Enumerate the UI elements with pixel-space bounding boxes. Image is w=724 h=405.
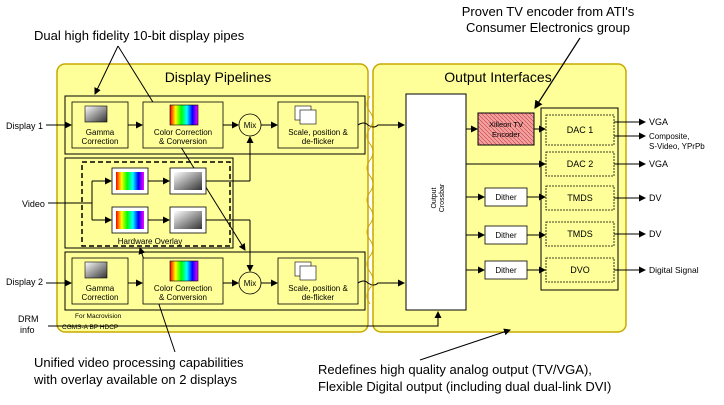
tmds-2-block: TMDS [545,221,615,247]
overlay-gamma-1 [169,167,207,195]
panel-gap-waves [366,95,374,305]
gamma-1-label-a: Gamma [86,128,115,137]
gamma-correction-1-block: Gamma Correction [71,101,129,149]
xilleon-label-b: Encoder [492,130,520,139]
overlay-color-1 [111,167,149,195]
pipeline-arrows [46,121,442,327]
hardware-overlay-label: Hardware Overlay [118,237,182,246]
crossbar-label-a: Output [431,187,438,208]
mix-2-node: Mix [238,271,262,295]
dac-1-block: DAC 1 [545,114,615,146]
output-vga-2: VGA [649,159,668,169]
scale-2-block: Scale, position & de-flicker [277,257,359,305]
pipelines-title: Display Pipelines [165,69,272,85]
output-composite-2: S-Video, YPrPb [649,142,705,151]
scale-1-block: Scale, position & de-flicker [277,101,359,149]
input-video: Video [22,199,45,209]
mix-1-label: Mix [244,121,256,130]
dac-2-label: DAC 2 [567,159,594,169]
callout-analog-output-1: Redefines high quality analog output (TV… [318,362,592,377]
cc-1-label-a: Color Correction [154,128,212,137]
callout-analog-output-2: Flexible Digital output (including dual … [318,379,611,394]
dither-2-label: Dither [495,231,517,240]
dither-3-block: Dither [484,260,528,280]
callout-tv-encoder-2: Consumer Electronics group [466,20,630,35]
overlay-gamma-2 [169,206,207,234]
scale-1-label-a: Scale, position & [288,128,348,137]
output-dv-1: DV [649,193,662,203]
outputs-title: Output Interfaces [444,69,551,85]
input-display-2: Display 2 [6,277,43,287]
mix-1-node: Mix [238,113,262,137]
scale-2-label-b: de-flicker [302,293,335,302]
cc-1-label-b: & Conversion [159,137,207,146]
callout-unified-video-1: Unified video processing capabilities [34,355,244,370]
macrovision-label: For Macrovision [75,313,122,320]
gamma-2-label-a: Gamma [86,284,115,293]
xilleon-label-a: Xilleon TV [489,120,523,129]
dac-2-block: DAC 2 [545,151,615,177]
dither-3-label: Dither [495,266,517,275]
output-arrows [466,118,646,274]
overlay-color-2 [111,206,149,234]
input-display-1: Display 1 [6,121,43,131]
gamma-1-label-b: Correction [82,137,119,146]
hardware-overlay-dashed [81,161,231,247]
callout-tv-encoder-1: Proven TV encoder from ATI's [462,4,635,19]
output-dv-2: DV [649,229,662,239]
mix-2-label: Mix [244,279,256,288]
input-drm-2: info [20,325,35,335]
color-correction-2-block: Color Correction & Conversion [142,257,224,305]
crossbar-label-b: Crossbar [439,183,446,212]
scale-2-label-a: Scale, position & [288,284,348,293]
gamma-2-label-b: Correction [82,293,119,302]
tmds-2-label: TMDS [567,229,593,239]
dac-1-label: DAC 1 [567,125,594,135]
dvo-label: DVO [570,265,590,275]
cc-2-label-a: Color Correction [154,284,212,293]
dvo-block: DVO [545,257,615,283]
tmds-1-block: TMDS [545,185,615,211]
scale-1-label-b: de-flicker [302,137,335,146]
dither-1-label: Dither [495,193,517,202]
output-composite-1: Composite, [649,132,689,141]
output-vga-1: VGA [649,117,668,127]
tmds-1-label: TMDS [567,193,593,203]
dither-2-block: Dither [484,225,528,245]
dither-1-block: Dither [484,187,528,207]
gamma-correction-2-block: Gamma Correction [71,257,129,305]
input-drm-1: DRM [18,314,39,324]
color-correction-1-block: Color Correction & Conversion [142,101,224,149]
callout-dual-pipes: Dual high fidelity 10-bit display pipes [34,28,245,43]
callout-unified-video-2: with overlay available on 2 displays [33,372,238,387]
xilleon-tv-encoder-block: Xilleon TV Encoder [477,112,535,146]
cc-2-label-b: & Conversion [159,293,207,302]
output-crossbar-block: Output Crossbar [405,93,467,311]
output-digital-signal: Digital Signal [649,265,699,275]
cgms-label: CGMS-A BP HDCP [62,324,118,331]
